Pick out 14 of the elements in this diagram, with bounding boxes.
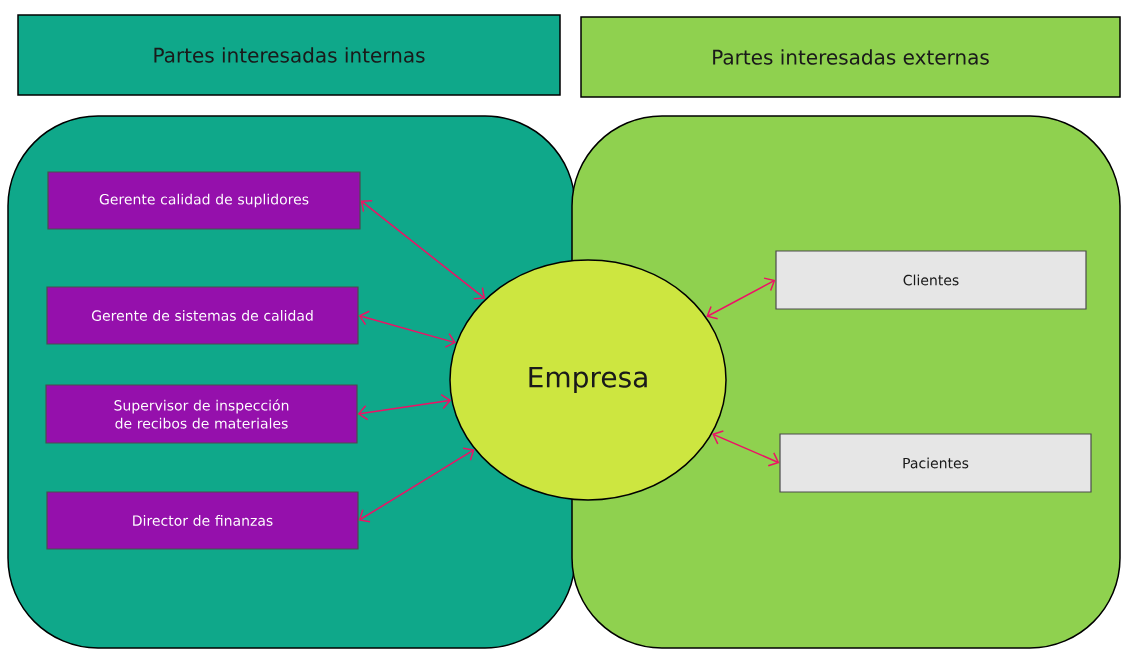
stakeholder-box: Clientes xyxy=(775,250,1087,310)
role-box: Supervisor de inspección de recibos de materiales xyxy=(45,384,358,444)
role-box: Gerente de sistemas de calidad xyxy=(46,286,359,345)
double-arrow xyxy=(360,199,486,300)
double-arrow xyxy=(706,277,776,320)
role-box: Director de finanzas xyxy=(46,491,359,550)
double-arrow xyxy=(358,310,456,348)
stakeholder-box: Pacientes xyxy=(779,433,1092,493)
double-arrow xyxy=(357,393,452,421)
stakeholder-header: Partes interesadas internas xyxy=(17,14,561,96)
stakeholder-header: Partes interesadas externas xyxy=(580,16,1121,98)
double-arrow xyxy=(358,447,475,523)
role-box: Gerente calidad de suplidores xyxy=(47,171,361,230)
double-arrow xyxy=(712,430,780,467)
